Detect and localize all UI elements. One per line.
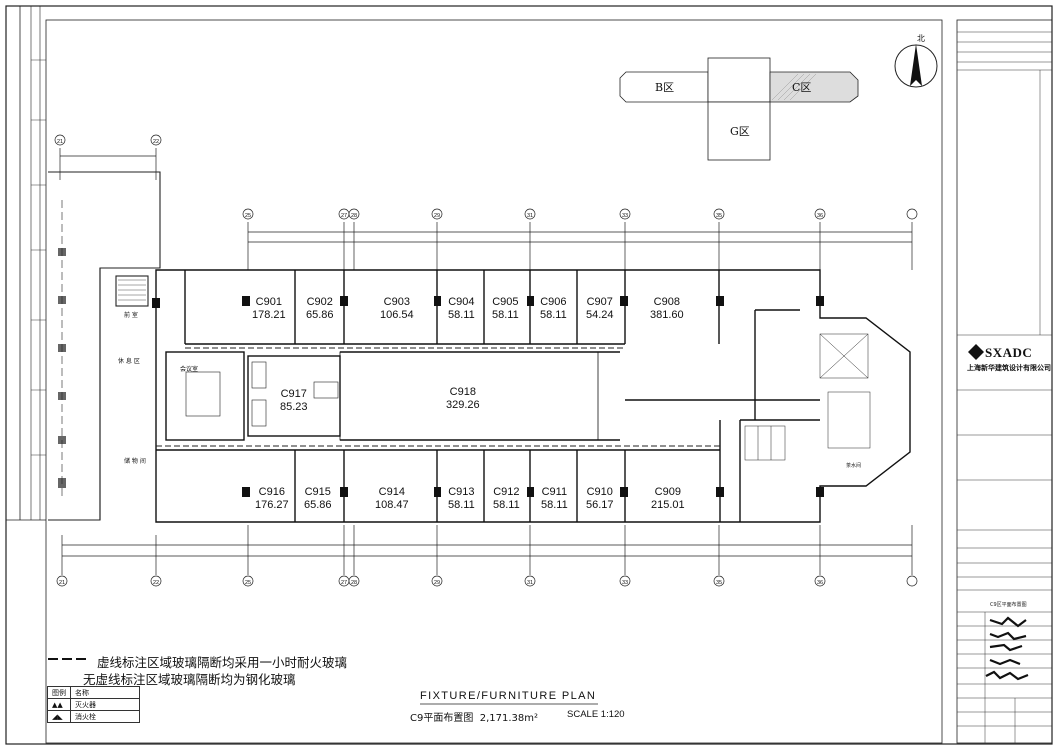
grid-label: 28 [351,213,358,219]
drawing-title: FIXTURE/FURNITURE PLAN [420,690,597,702]
hydrant-icon: ◢◣ [47,710,71,723]
north-label: 北 [917,34,925,43]
note-fire-glass: 虚线标注区域玻璃隔断均采用一小时耐火玻璃 [97,655,348,670]
grid-label: 21 [57,139,64,145]
note-tempered-glass: 无虚线标注区域玻璃隔断均为钢化玻璃 [83,672,296,687]
legend-header-symbol: 图例 [47,686,71,699]
grid-label: 22 [153,580,160,586]
meeting-room-label: 会议室 [180,366,199,373]
zone-g-label: G区 [730,125,750,138]
grid-label: 28 [351,580,358,586]
sheet-project-name: C9区平面布置图 [990,602,1027,608]
total-area: 2,171.38m² [479,713,538,724]
drawing-subtitle: C9平面布置图 2,171.38m² [410,709,538,724]
extinguisher-icon: ▲▲ [47,698,71,711]
grid-label: 35 [716,580,723,586]
grid-label: 35 [716,213,723,219]
drawing-scale: SCALE 1:120 [567,709,625,720]
legend-table: 图例名称 ▲▲灭火器 ◢◣消火栓 [47,686,140,723]
grid-label: 29 [434,213,441,219]
company-name: 上海新华建筑设计有限公司 [967,364,1051,372]
grid-label: 25 [245,213,252,219]
grid-label: 27 [341,213,348,219]
grid-label: 31 [527,213,534,219]
grid-label: 27 [341,580,348,586]
legend-row: 消火栓 [70,710,140,723]
zone-b-label: B区 [655,81,675,94]
legend-header-name: 名称 [70,686,140,699]
tea-room-label: 茶水间 [846,463,862,469]
grid-label: 33 [622,580,629,586]
zone-c-label: C区 [792,81,812,94]
grid-label: 33 [622,213,629,219]
front-room-label: 前 室 [124,312,138,319]
grid-label: 36 [817,580,824,586]
grid-label: 36 [817,213,824,219]
legend-row: 灭火器 [70,698,140,711]
grid-label: 22 [153,139,160,145]
storage-label: 储 物 间 [124,458,146,465]
company-logo: SXADC [985,345,1033,360]
grid-label: 25 [245,580,252,586]
grid-label: 29 [434,580,441,586]
rest-area-label: 休 息 区 [118,358,140,365]
drawing-name: C9平面布置图 [410,713,474,724]
grid-label: 31 [527,580,534,586]
grid-label: 21 [59,580,66,586]
